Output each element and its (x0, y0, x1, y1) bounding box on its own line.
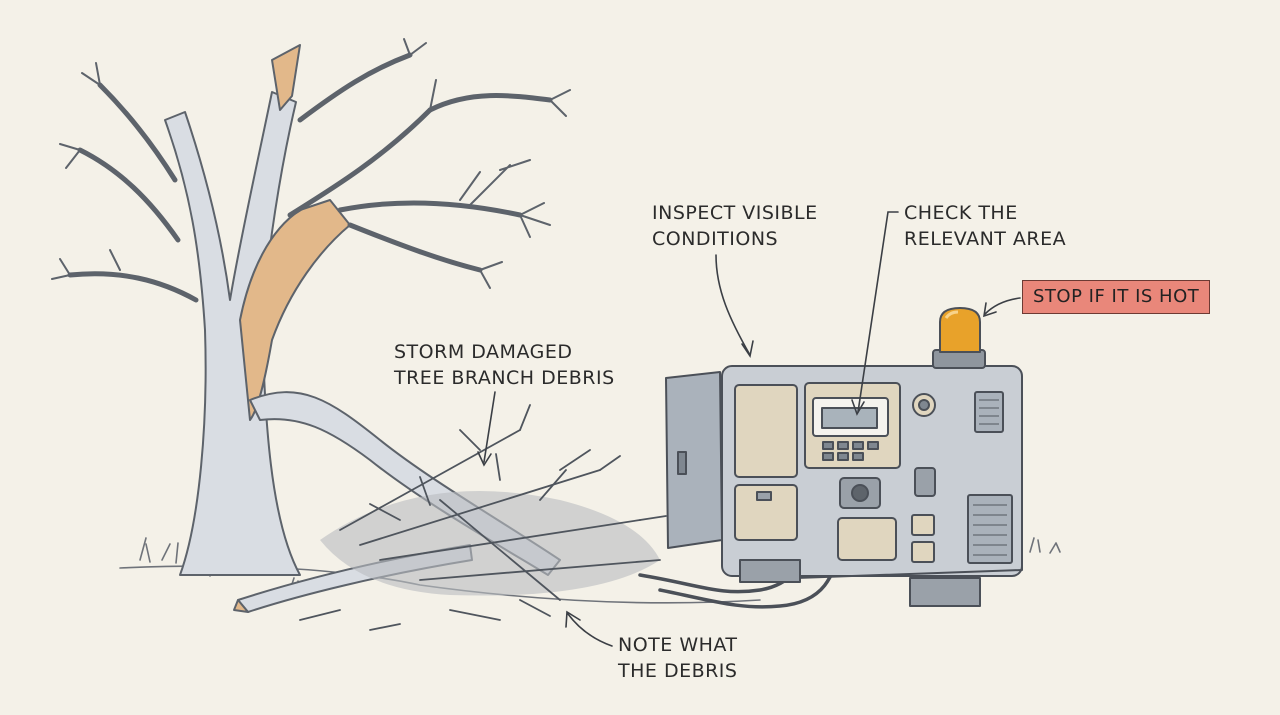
callout-storm-debris: STORM DAMAGED TREE BRANCH DEBRIS (394, 339, 615, 391)
arrowhead-check (851, 399, 865, 416)
callout-line: STORM DAMAGED (394, 341, 573, 363)
leader-check (857, 211, 899, 413)
leader-storm (483, 391, 496, 463)
callout-inspect-conditions: INSPECT VISIBLE CONDITIONS (652, 200, 818, 252)
arrowhead-stop (983, 302, 997, 318)
leader-stop (984, 297, 1021, 315)
leader-inspect (715, 254, 751, 356)
leader-note (567, 613, 613, 647)
callout-line: NOTE WHAT (618, 634, 738, 656)
electrical-cabinet-icon (665, 307, 1023, 607)
branch-debris-icon (299, 404, 667, 631)
callout-line: INSPECT VISIBLE (652, 202, 818, 224)
arrowhead-storm (477, 451, 492, 467)
callout-line: THE DEBRIS (618, 660, 738, 682)
callout-note-debris: NOTE WHAT THE DEBRIS (618, 632, 738, 684)
callout-line: TREE BRANCH DEBRIS (394, 367, 615, 389)
arrowhead-note (565, 610, 581, 628)
warning-label: STOP IF IT IS HOT (1022, 280, 1211, 314)
callout-line: RELEVANT AREA (904, 228, 1067, 250)
callout-check-area: CHECK THE RELEVANT AREA (904, 200, 1066, 252)
callout-line: CHECK THE (904, 202, 1018, 224)
arrowhead-inspect (741, 340, 754, 359)
callout-leaders (477, 211, 1021, 647)
callout-line: CONDITIONS (652, 228, 779, 250)
